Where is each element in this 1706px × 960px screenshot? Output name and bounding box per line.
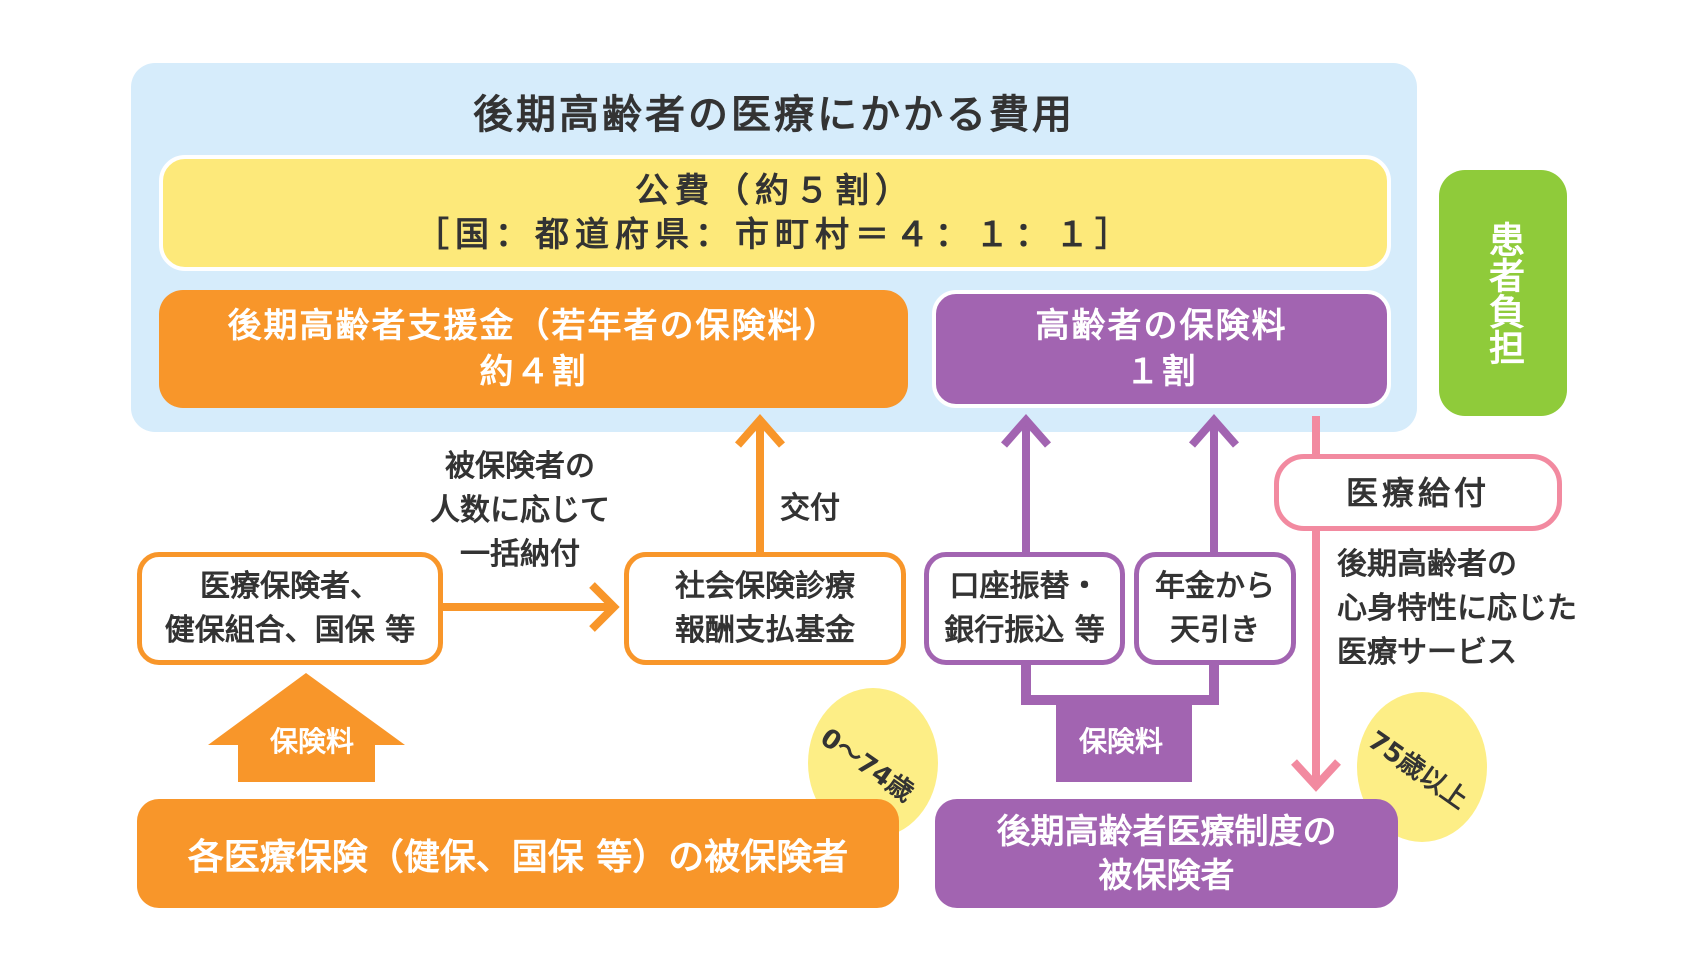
general-insured-box: 各医療保険（健保、国保 等）の被保険者 <box>137 799 899 908</box>
patient-burden-box: 患者負担 <box>1439 170 1567 416</box>
pension-deduction-box: 年金から 天引き <box>1134 552 1296 665</box>
support-funds-line2: 約４割 <box>479 352 588 392</box>
support-funds-line1: 後期高齢者支援金（若年者の保険料） <box>227 306 840 346</box>
medical-benefit-box: 医療給付 <box>1274 454 1562 531</box>
patient-burden-label: 患者負担 <box>1483 221 1524 365</box>
purple-up-arrows <box>1000 413 1240 552</box>
service-line3: 医療サービス <box>1337 635 1517 670</box>
premium-purple-label: 保険料 <box>1079 725 1164 758</box>
service-line2: 心身特性に応じた <box>1337 591 1577 626</box>
elderly-premium-line1: 高齢者の保険料 <box>1035 306 1288 346</box>
general-insured-label: 各医療保険（健保、国保 等）の被保険者 <box>187 836 849 878</box>
bank-line2: 銀行振込 等 <box>944 612 1105 648</box>
pension-line1: 年金から <box>1155 568 1275 604</box>
grant-label: 交付 <box>780 491 840 526</box>
orange-right-arrow-lump-sum <box>443 582 620 632</box>
lump-sum-line2: 人数に応じて <box>430 493 610 528</box>
service-note: 後期高齢者の 心身特性に応じた 医療サービス <box>1337 543 1577 675</box>
insurers-box: 医療保険者、 健保組合、国保 等 <box>137 552 443 665</box>
public-funds-line1: 公費（約５割） <box>635 171 915 211</box>
elderly-premium-line2: １割 <box>1125 352 1198 392</box>
elderly-premium-box: 高齢者の保険料 １割 <box>932 290 1391 408</box>
orange-up-arrow-grant <box>734 413 786 552</box>
elderly-insured-box: 後期高齢者医療制度の 被保険者 <box>935 799 1398 908</box>
fund-line2: 報酬支払基金 <box>675 612 855 648</box>
public-funds-box: 公費（約５割） ［国：都道府県：市町村＝４：１：１］ <box>159 155 1391 271</box>
orange-up-arrow-premium <box>208 673 405 782</box>
pension-line2: 天引き <box>1170 612 1260 648</box>
diagram-title: 後期高齢者の医療にかかる費用 <box>473 92 1075 138</box>
purple-bracket <box>1021 665 1219 782</box>
support-funds-box: 後期高齢者支援金（若年者の保険料） 約４割 <box>159 290 908 408</box>
bank-line1: 口座振替・ <box>949 568 1100 604</box>
public-funds-line2: ［国：都道府県：市町村＝４：１：１］ <box>415 215 1135 255</box>
elderly-insured-line1: 後期高齢者医療制度の <box>996 811 1337 852</box>
lump-sum-line1: 被保険者の <box>445 449 595 484</box>
insurers-line1: 医療保険者、 <box>200 568 380 604</box>
elderly-insured-line2: 被保険者 <box>1098 855 1235 896</box>
service-line1: 後期高齢者の <box>1337 547 1517 582</box>
benefit-label: 医療給付 <box>1345 473 1490 512</box>
payment-fund-box: 社会保険診療 報酬支払基金 <box>624 552 906 665</box>
premium-orange-label: 保険料 <box>270 725 355 758</box>
bank-transfer-box: 口座振替・ 銀行振込 等 <box>924 552 1125 665</box>
fund-line1: 社会保険診療 <box>675 568 855 604</box>
insurers-line2: 健保組合、国保 等 <box>164 612 416 648</box>
lump-sum-note: 被保険者の 人数に応じて 一括納付 <box>410 445 630 577</box>
lump-sum-line3: 一括納付 <box>460 537 580 572</box>
